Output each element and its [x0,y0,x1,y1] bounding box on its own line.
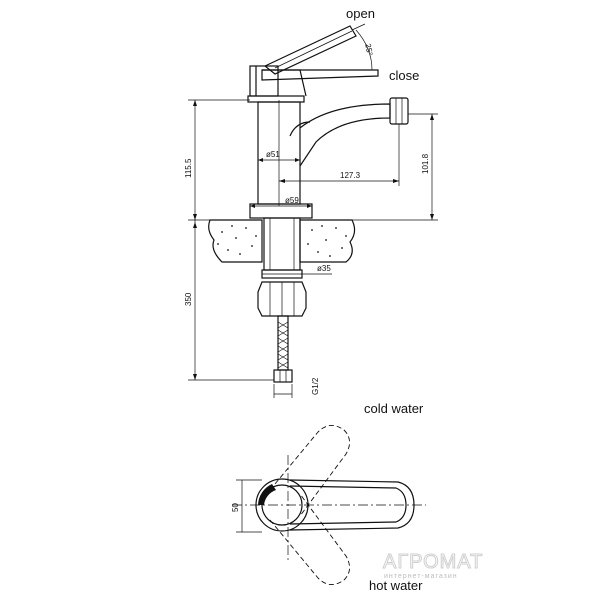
lever-hot [269,493,350,585]
dim-thread: G1/2 [311,377,320,395]
watermark-subtitle: интернет-магазин [384,573,458,580]
dim-height-total: 115.5 [184,158,193,178]
dim-flange-diameter: ø59 [285,196,299,205]
label-close: close [389,68,419,83]
lever-closed [261,69,379,81]
mounting-nut [257,281,307,317]
mounting-hardware [257,269,307,383]
dim-angle: 25° [363,43,374,56]
countertop-stipple [217,225,347,257]
nozzle [389,97,409,125]
top-view [232,425,426,585]
hose-braid [277,321,289,369]
hose-fitting [273,369,293,383]
lever-knob-detail [255,66,307,97]
lever-center-inner [289,485,407,525]
lever-open [263,25,357,75]
angle-ext [351,23,366,31]
faucet-body [249,97,409,219]
dim-hose-length: 350 [184,292,193,306]
countertop-left [208,219,263,263]
countertop-section [208,217,356,271]
body-top-shade [258,484,276,505]
dim-reach: 127.3 [340,171,361,180]
dimension-lines [188,99,438,398]
lever-center [289,479,415,531]
angle-arc [355,29,373,71]
dim-body-diameter: ø51 [266,150,280,159]
spout-inner-curve [289,121,311,137]
watermark-logo: АГРОМАТ интернет-магазин [383,551,483,581]
lever-assembly [247,23,379,103]
label-hot-water: hot water [369,578,423,593]
dim-handle-width: 50 [231,503,240,512]
spout [299,103,391,167]
countertop-right [299,219,356,263]
shank [263,217,301,271]
dim-shank-diameter: ø35 [317,264,331,273]
label-cold-water: cold water [364,401,424,416]
watermark-brand: АГРОМАТ [383,551,483,573]
label-open: open [346,6,375,21]
lever-cold [269,425,350,517]
dim-base-to-outlet: 101.8 [421,153,430,174]
lever-cap [247,95,305,103]
lever-open-inner [274,30,353,69]
